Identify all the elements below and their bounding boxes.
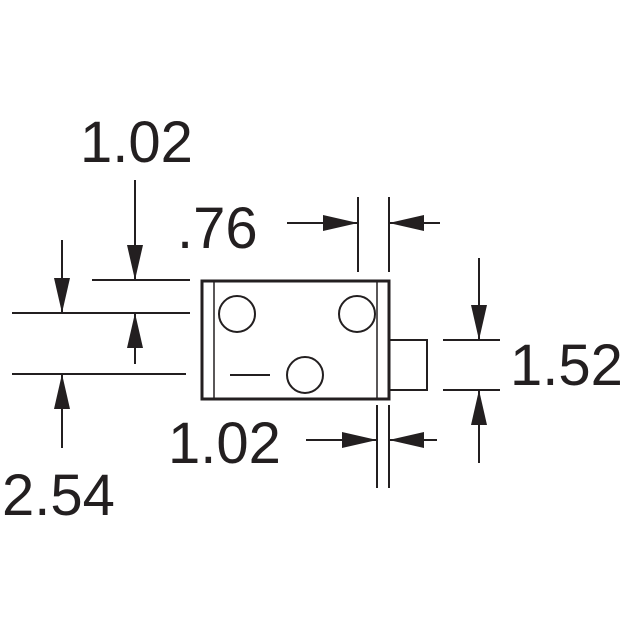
arrow-head-right xyxy=(323,215,358,231)
arrow-head-left xyxy=(389,432,424,448)
body-outline xyxy=(200,279,391,401)
dimension-pin-width: .76 xyxy=(177,196,440,272)
dimension-bottom-pin-spacing: 1.02 xyxy=(168,405,437,488)
dimension-tab-height: 1.52 xyxy=(443,258,623,463)
arrow-head-up xyxy=(471,390,487,425)
component-body xyxy=(200,279,428,401)
dimension-label-bottom-pin-spacing: 1.02 xyxy=(168,411,281,476)
arrow-head-down xyxy=(471,305,487,340)
arrow-head-up xyxy=(127,313,143,348)
pin-hole-top-left xyxy=(218,295,256,333)
arrow-head-down xyxy=(127,245,143,280)
arrow-head-right xyxy=(342,432,377,448)
side-tab xyxy=(389,339,428,391)
dimension-top-pad-spacing: 1.02 xyxy=(12,110,193,364)
arrow-head-up xyxy=(54,374,70,409)
pin-hole-top-right xyxy=(338,295,376,333)
pin-hole-bottom-center xyxy=(286,356,324,394)
dimension-label-pin-width: .76 xyxy=(177,196,258,261)
dimension-label-row-pitch: 2.54 xyxy=(2,463,115,528)
arrow-head-left xyxy=(389,215,424,231)
dimension-row-pitch: 2.54 xyxy=(2,240,186,528)
dimension-label-tab-height: 1.52 xyxy=(510,333,623,398)
arrow-head-down xyxy=(54,278,70,313)
dimension-label-top-pad-spacing: 1.02 xyxy=(80,110,193,175)
